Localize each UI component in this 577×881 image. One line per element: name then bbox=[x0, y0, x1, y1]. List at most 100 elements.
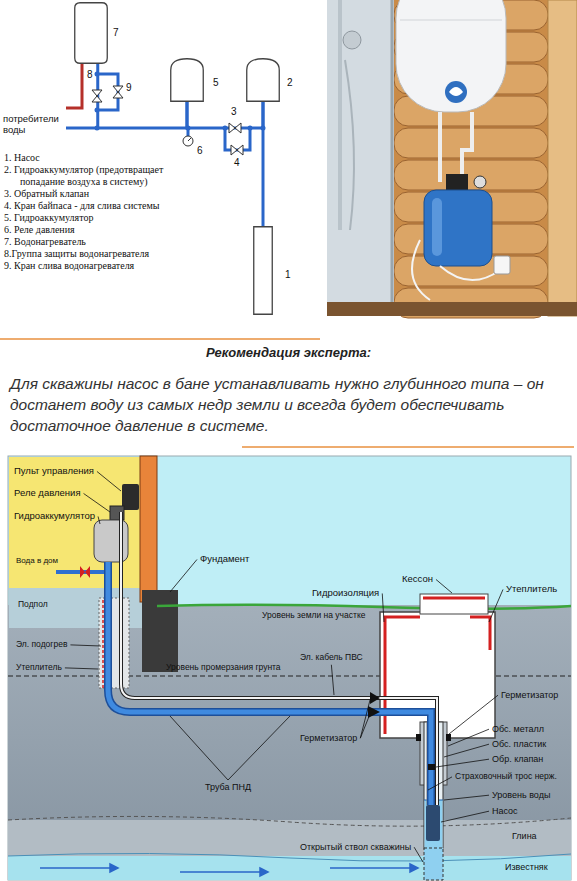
expansion-tank: 5 bbox=[170, 58, 222, 103]
well-scheme bbox=[108, 562, 431, 805]
sauna-photo bbox=[432, 198, 442, 256]
expansion-tank-body bbox=[247, 59, 280, 102]
pipe-tee bbox=[95, 126, 100, 131]
callout-label: Обс. пластик bbox=[492, 739, 546, 749]
valve-symbol bbox=[231, 145, 243, 155]
leader-line bbox=[70, 645, 101, 646]
sauna-photo bbox=[412, 240, 430, 300]
expansion-tank-outline bbox=[170, 58, 222, 103]
callout-number: 5 bbox=[213, 77, 219, 88]
callout-label: Утеплитель bbox=[506, 584, 557, 595]
callout-number: 9 bbox=[126, 82, 132, 94]
callout-label: Обс. металл bbox=[492, 724, 544, 734]
well-scheme bbox=[142, 590, 178, 672]
pipe-tee bbox=[223, 126, 228, 131]
water-pipe bbox=[187, 101, 263, 128]
well-scheme bbox=[470, 617, 490, 650]
water-flow-arrow bbox=[110, 864, 118, 872]
well-scheme bbox=[8, 456, 571, 880]
well-scheme bbox=[446, 734, 451, 741]
sauna-photo bbox=[446, 174, 468, 192]
legend-item: 9. Кран слива водонагревателя bbox=[4, 260, 134, 272]
sauna-photo bbox=[494, 256, 510, 274]
water-heater: 7 bbox=[74, 2, 122, 66]
pressure-gauge bbox=[188, 138, 191, 141]
well-scheme bbox=[428, 764, 435, 770]
well-scheme bbox=[121, 512, 437, 805]
leader-line bbox=[170, 559, 197, 592]
leader-line bbox=[414, 847, 423, 862]
callout-label: Фундамент bbox=[200, 554, 249, 565]
expansion-tank: 2 bbox=[246, 58, 296, 103]
well-scheme bbox=[157, 605, 571, 609]
callout-label: Насос bbox=[492, 806, 518, 816]
well-scheme bbox=[8, 816, 571, 826]
leader-line bbox=[84, 493, 110, 512]
region-label: Уровень земли на участке bbox=[262, 611, 365, 621]
well-scheme bbox=[424, 848, 443, 880]
callout-number: 2 bbox=[287, 77, 293, 88]
callout-label: Эл. подогрев bbox=[16, 640, 67, 650]
water-flow-arrow bbox=[40, 864, 418, 876]
region-label: Известняк bbox=[505, 862, 548, 872]
valve-symbol bbox=[113, 86, 123, 98]
outlet-label: потребители воды bbox=[3, 113, 67, 135]
legend-item: 4. Кран байпаса - для слива системы bbox=[4, 200, 160, 212]
pipe-tee bbox=[186, 126, 191, 131]
valve-symbol bbox=[92, 86, 243, 155]
leader-line bbox=[444, 744, 489, 757]
well-scheme bbox=[416, 734, 421, 741]
pipe-tee bbox=[95, 108, 100, 113]
sauna-photo bbox=[396, 0, 506, 112]
leader-line bbox=[448, 729, 489, 746]
well-scheme bbox=[108, 562, 431, 805]
callout-label: Герметизатор bbox=[501, 690, 558, 700]
pipe-tee bbox=[95, 72, 266, 131]
leader-line bbox=[382, 593, 384, 622]
legend-item: 5. Гидроаккумулятор bbox=[4, 212, 93, 224]
water-heater-outline bbox=[74, 2, 122, 66]
leader-line bbox=[65, 668, 98, 669]
leader-line bbox=[170, 716, 228, 780]
well-scheme bbox=[80, 566, 90, 578]
region-label: Глина bbox=[512, 831, 537, 841]
water-heater-body bbox=[75, 3, 108, 64]
sauna-photo bbox=[445, 81, 467, 103]
callout-label: Обр. клапан bbox=[492, 754, 543, 764]
region-label: Уровень промерзания грунта bbox=[166, 663, 281, 673]
callout-number: 8 bbox=[87, 69, 93, 81]
divider-rule bbox=[0, 338, 320, 340]
region-label: Подпол bbox=[18, 600, 48, 610]
well-scheme bbox=[102, 600, 104, 688]
well-scheme bbox=[140, 456, 157, 602]
sauna-photo bbox=[440, 266, 500, 280]
water-flow-arrow bbox=[330, 867, 410, 869]
note-text: Для скважины насос в бане устанавливать … bbox=[10, 373, 570, 436]
callout-label: Герметизатор bbox=[300, 733, 357, 743]
sauna-photo bbox=[474, 176, 486, 188]
water-flow-arrow bbox=[180, 871, 260, 873]
callout-label: Открытый ствол скважины bbox=[300, 842, 411, 852]
legend-item: 3. Обратный клапан bbox=[4, 188, 89, 200]
callout-label: Вода в дом bbox=[16, 556, 58, 565]
leader-line bbox=[228, 716, 290, 780]
well-scheme bbox=[8, 605, 571, 880]
water-flow-arrow bbox=[260, 868, 268, 876]
legend-item: 1. Насос bbox=[4, 152, 40, 164]
well-scheme bbox=[99, 598, 129, 688]
sauna-photo bbox=[449, 87, 463, 96]
legend-item: 6. Реле давления bbox=[4, 224, 75, 236]
callout-label: Гидроаккумулятор bbox=[14, 511, 95, 522]
note-heading: Рекомендация эксперта: bbox=[0, 346, 577, 361]
leader-line bbox=[436, 579, 452, 593]
callout-number: 7 bbox=[113, 27, 119, 38]
sauna-photo bbox=[462, 112, 472, 182]
water-pipe bbox=[98, 63, 187, 128]
well-scheme bbox=[420, 594, 488, 614]
callout-label: Гидроизоляция bbox=[312, 588, 379, 599]
callout-number: 4 bbox=[234, 157, 240, 169]
